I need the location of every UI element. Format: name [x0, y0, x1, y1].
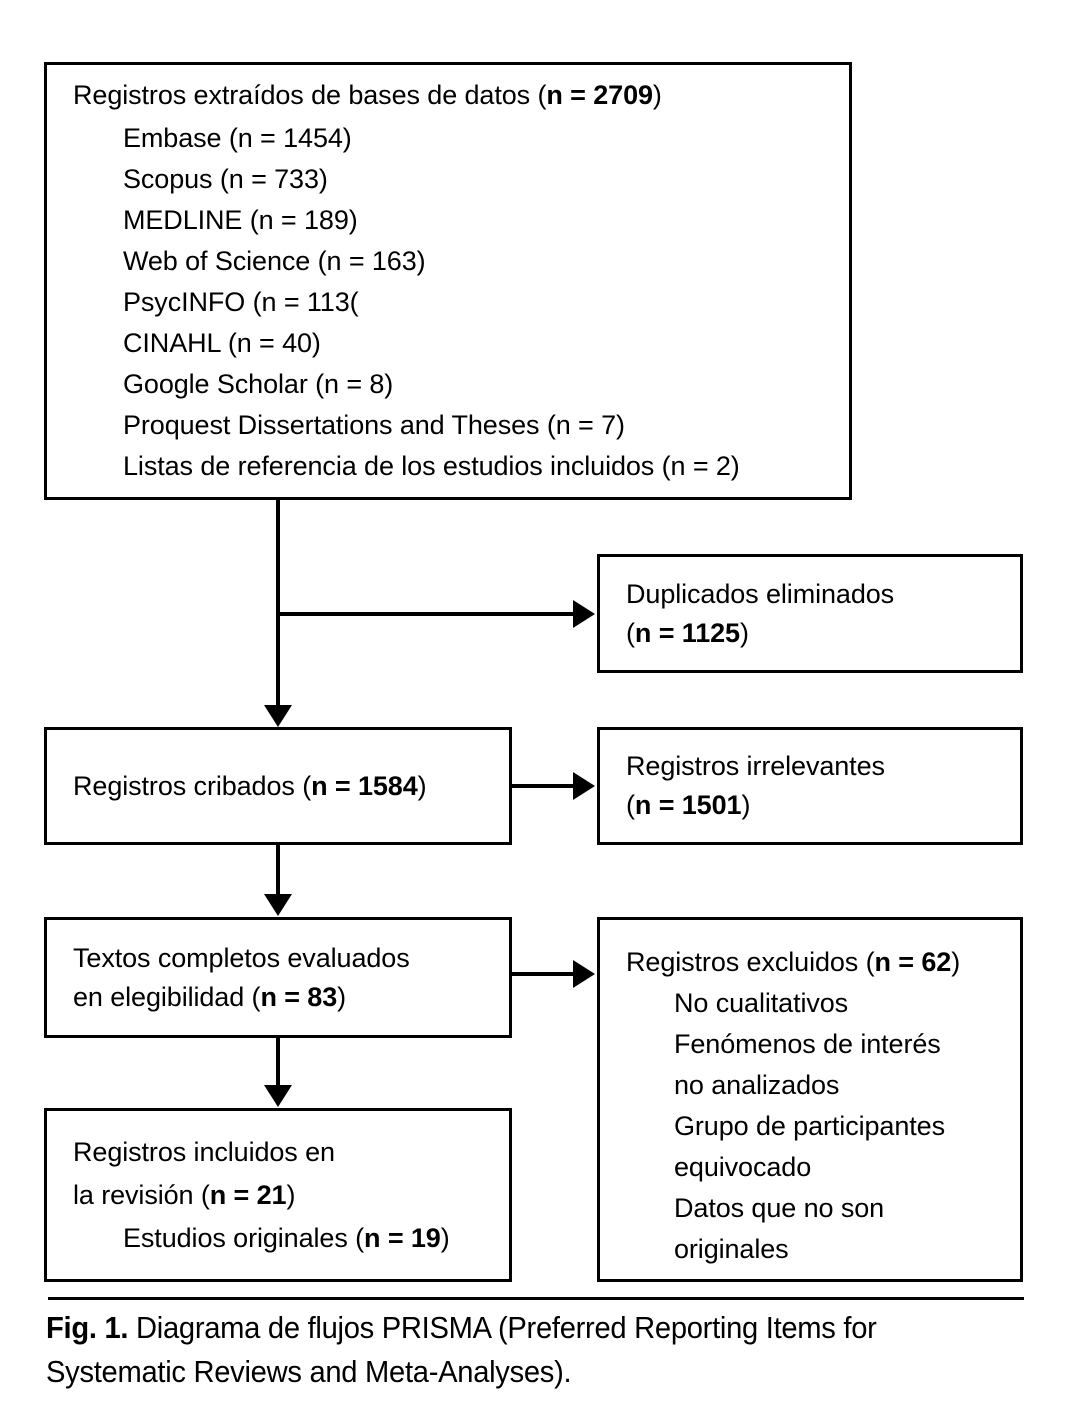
duplicates-line-1: Duplicados eliminados [626, 578, 895, 609]
connector-screened-to-irrelevant [512, 784, 575, 788]
eligibility-line-1: Textos completos evaluados [73, 942, 410, 973]
figure-label: Fig. 1. [46, 1310, 129, 1345]
connector-eligibility-to-included [276, 1038, 280, 1088]
eligibility-text: en elegibilidad ( [73, 981, 261, 1012]
source-item-proquest: Proquest Dissertations and Theses (n = 7… [123, 410, 625, 440]
included-line-1: Registros incluidos en [73, 1136, 335, 1167]
connector-sources-to-screened [276, 500, 280, 709]
included-line-2: la revisión (n = 21) [73, 1174, 509, 1217]
source-item-cinahl: CINAHL (n = 40) [123, 328, 321, 358]
excluded-count: n = 62 [874, 947, 952, 977]
screened-text: Registros cribados ( [73, 770, 312, 801]
excluded-reason-4-cont: originales [674, 1234, 789, 1264]
box-records-excluded: Registros excluidos (n = 62) No cualitat… [597, 917, 1023, 1282]
source-item-scopus: Scopus (n = 733) [123, 164, 328, 194]
box-irrelevant-records: Registros irrelevantes (n = 1501) [597, 727, 1023, 845]
excluded-reason-2: Fenómenos de interés [674, 1029, 941, 1059]
source-item-psycinfo: PsycINFO (n = 113( [123, 287, 359, 317]
screened-count: n = 1584 [311, 770, 418, 801]
box-records-included: Registros incluidos en la revisión (n = … [44, 1108, 512, 1282]
excluded-reason-1: No cualitativos [674, 988, 849, 1018]
source-item-medline: MEDLINE (n = 189) [123, 205, 358, 235]
eligibility-count: n = 83 [260, 981, 338, 1012]
connector-to-duplicates [276, 612, 575, 616]
excluded-title-text: Registros excluidos ( [626, 947, 875, 977]
source-item-reference-lists: Listas de referencia de los estudios inc… [123, 451, 740, 481]
included-text: la revisión ( [73, 1179, 210, 1210]
irrelevant-open-paren: ( [626, 790, 635, 820]
excluded-reason-3: Grupo de participantes [674, 1111, 945, 1141]
excluded-reason-3-cont: equivocado [674, 1152, 812, 1182]
duplicates-open-paren: ( [626, 617, 635, 648]
arrow-into-included [264, 1085, 292, 1107]
included-count: n = 21 [209, 1179, 287, 1210]
box-duplicates-removed: Duplicados eliminados (n = 1125) [597, 554, 1023, 673]
included-line-3: Estudios originales (n = 19) [73, 1217, 509, 1260]
eligibility-line-2: en elegibilidad (n = 83) [73, 978, 509, 1017]
irrelevant-close-paren: ) [741, 790, 751, 820]
caption-divider [48, 1297, 1024, 1300]
irrelevant-line-1: Registros irrelevantes [626, 751, 885, 781]
screened-line-1: Registros cribados (n = 1584) [73, 767, 509, 806]
figure-caption: Fig. 1. Diagrama de flujos PRISMA (Prefe… [46, 1306, 986, 1394]
sources-title: Registros extraídos de bases de datos (n… [73, 75, 849, 116]
duplicates-count: n = 1125 [634, 617, 740, 648]
duplicates-close-paren: ) [739, 617, 749, 648]
original-studies-count: n = 19 [364, 1222, 441, 1253]
source-item-web-of-science: Web of Science (n = 163) [123, 246, 426, 276]
sources-title-count: n = 2709 [546, 80, 653, 110]
arrow-into-excluded [573, 960, 595, 988]
source-item-embase: Embase (n = 1454) [123, 123, 352, 153]
connector-eligibility-to-excluded [512, 972, 575, 976]
excluded-title-close: ) [951, 947, 961, 977]
excluded-reason-4: Datos que no son [674, 1193, 885, 1223]
duplicates-line-2: (n = 1125) [626, 614, 1020, 653]
figure-caption-text: Diagrama de flujos PRISMA (Preferred Rep… [46, 1310, 877, 1389]
arrow-into-eligibility [264, 894, 292, 916]
sources-title-close: ) [652, 80, 662, 110]
irrelevant-line-2: (n = 1501) [626, 786, 1020, 825]
arrow-into-duplicates [573, 600, 595, 628]
box-records-from-databases: Registros extraídos de bases de datos (n… [44, 62, 852, 500]
included-close-paren: ) [286, 1179, 296, 1210]
box-records-screened: Registros cribados (n = 1584) [44, 727, 512, 845]
sources-title-text: Registros extraídos de bases de datos ( [73, 80, 547, 110]
arrow-into-screened [264, 705, 292, 727]
original-studies-text: Estudios originales ( [123, 1222, 365, 1253]
source-item-google-scholar: Google Scholar (n = 8) [123, 369, 394, 399]
connector-screened-to-eligibility [276, 845, 280, 896]
excluded-reason-2-cont: no analizados [674, 1070, 840, 1100]
excluded-title: Registros excluidos (n = 62) [626, 942, 1020, 983]
irrelevant-count: n = 1501 [634, 790, 742, 820]
screened-close-paren: ) [417, 770, 427, 801]
box-full-text-eligibility: Textos completos evaluados en elegibilid… [44, 917, 512, 1038]
original-studies-close-paren: ) [440, 1222, 450, 1253]
arrow-into-irrelevant [573, 772, 595, 800]
eligibility-close-paren: ) [337, 981, 347, 1012]
